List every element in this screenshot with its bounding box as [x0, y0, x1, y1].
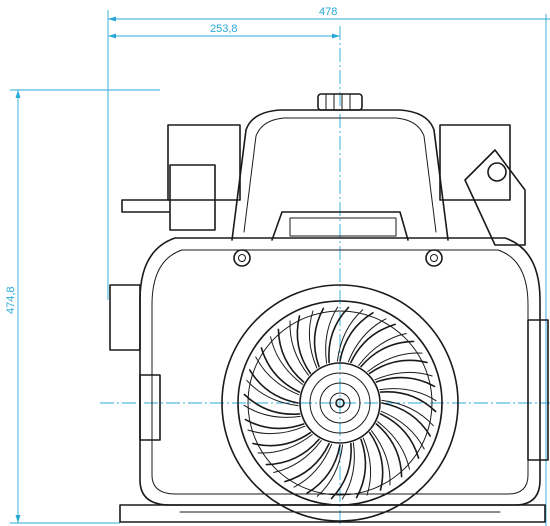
fan-blade-edge: [255, 356, 300, 396]
fan-blade-edge: [379, 388, 437, 402]
fan-blades: [243, 306, 437, 500]
dim-label-half-width: 253,8: [210, 23, 238, 35]
fan-blade: [284, 442, 330, 483]
fuel-cap-icon: [317, 93, 363, 111]
fan-blade: [350, 323, 396, 364]
fan-blade: [379, 391, 437, 413]
fan-blade: [339, 312, 374, 362]
fan-blade: [296, 315, 312, 375]
rear-frame-right: [439, 124, 511, 201]
fan-blade: [265, 438, 320, 466]
fan-blade-edge: [270, 336, 303, 385]
fan-blade-edge: [247, 425, 306, 435]
rear-frame-left: [167, 124, 241, 201]
fan-blade-edge: [380, 410, 425, 450]
fan-blade: [244, 418, 305, 430]
left-starter: [109, 284, 141, 351]
right-side-block: [527, 319, 549, 461]
dim-arrow-top: [15, 90, 21, 98]
fan-blade-edge: [243, 404, 301, 418]
fan-blade: [277, 328, 305, 383]
fan-blade: [260, 347, 301, 393]
base-plate: [119, 504, 546, 523]
fan-blade: [375, 423, 403, 478]
blower-housing: [139, 237, 541, 506]
fan-blade-edge: [336, 309, 364, 362]
fan-blade-edge: [371, 430, 391, 486]
fan-blade-edge: [377, 421, 410, 470]
fan-blade: [355, 438, 367, 499]
fan-blade-edge: [293, 443, 333, 488]
fan-blade: [252, 431, 312, 447]
dimension-layer: [10, 10, 550, 526]
fan-blade-edge: [273, 440, 322, 473]
fan-blade-edge: [358, 333, 407, 366]
dim-label-height: 474,8: [5, 286, 17, 314]
fan-blade-edge: [246, 379, 299, 407]
fan-blade: [381, 402, 431, 437]
left-lower-block: [139, 374, 161, 441]
engine-outline: [109, 93, 549, 523]
top-cover-inner: [243, 117, 437, 233]
fan-blade-edge: [325, 306, 339, 364]
fan-blade-edge: [381, 399, 434, 427]
fan-blade-edge: [308, 310, 318, 369]
fan-blade: [328, 306, 350, 364]
blower-housing-inner: [151, 249, 529, 495]
fan-blade-edge: [347, 318, 387, 363]
right-air-guide: [464, 149, 526, 246]
fan-blade: [375, 376, 436, 388]
fan-blade-edge: [257, 434, 313, 454]
fan-blade: [306, 444, 341, 494]
fan-blade-edge: [374, 371, 433, 381]
fan-blade: [379, 413, 420, 459]
fan-blade: [313, 307, 325, 368]
right-bolt-icon: [487, 162, 507, 182]
cover-opening-detail: [289, 217, 397, 237]
fan-blade-edge: [341, 442, 355, 500]
bolt-icon: [425, 249, 443, 267]
fan-blade: [330, 442, 352, 500]
fan-blade: [368, 431, 384, 491]
fan-blade-edge: [367, 352, 423, 372]
cover-opening: [271, 211, 409, 241]
fan-blade: [360, 340, 415, 368]
fan-blade: [368, 359, 428, 375]
dim-arrow-half-right: [332, 33, 340, 39]
fan-blade-edge: [289, 320, 309, 376]
dim-label-overall-width: 478: [319, 6, 337, 18]
left-carburetor: [121, 164, 216, 231]
fan-blade: [249, 369, 299, 404]
fan-blade-edge: [316, 444, 344, 497]
fan-blade-edge: [362, 437, 372, 496]
fan-blade: [243, 393, 301, 415]
bolt-icon: [233, 249, 251, 267]
dim-arrow-bottom: [15, 515, 21, 523]
dim-arrow-left: [108, 16, 116, 22]
fan-icon: [221, 284, 459, 522]
dim-arrow-half-left: [108, 33, 116, 39]
